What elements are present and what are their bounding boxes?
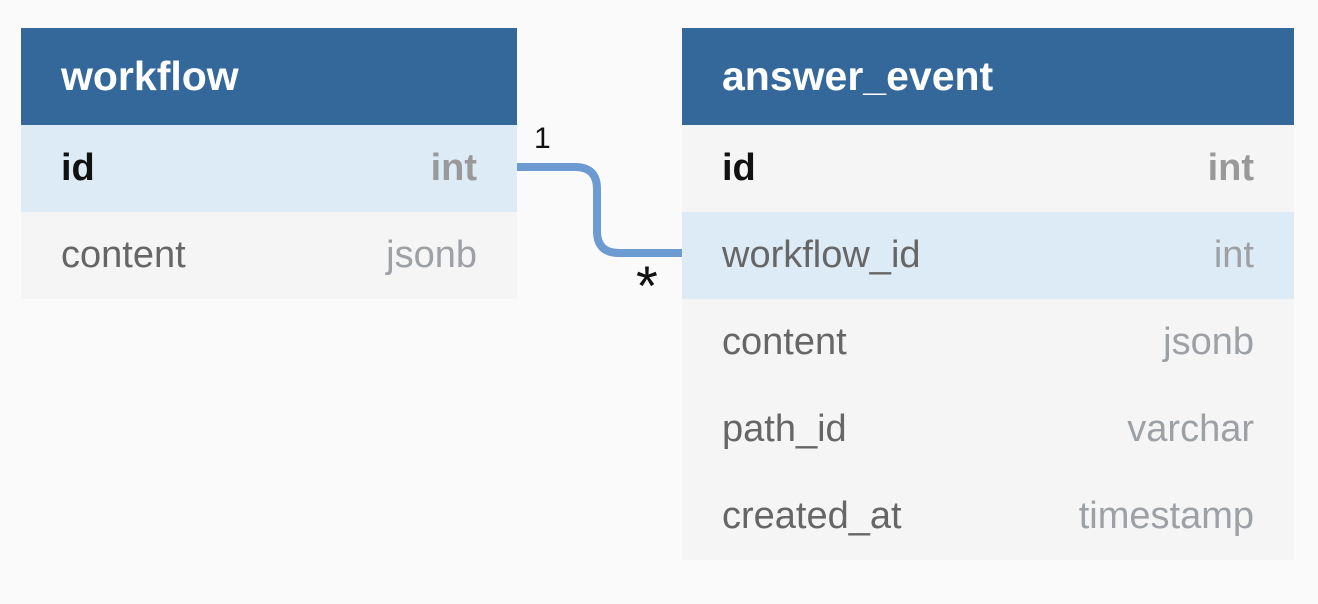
column-row-id[interactable]: id int xyxy=(682,125,1294,212)
column-row-path_id[interactable]: path_id varchar xyxy=(682,386,1294,473)
table-answer-event[interactable]: answer_event id int workflow_id int content j… xyxy=(682,28,1294,560)
column-name: id xyxy=(722,147,756,189)
column-type: int xyxy=(1207,147,1254,189)
column-name: path_id xyxy=(722,408,847,450)
column-name: content xyxy=(722,321,847,363)
table-answer-event-body: id int workflow_id int content jsonb path_id va… xyxy=(682,125,1294,560)
table-workflow[interactable]: workflow id int content jsonb xyxy=(21,28,517,299)
column-name: workflow_id xyxy=(722,234,921,276)
table-workflow-title: workflow xyxy=(61,53,239,99)
column-type: jsonb xyxy=(386,234,477,276)
column-row-content[interactable]: content jsonb xyxy=(21,212,517,299)
column-name: content xyxy=(61,234,186,276)
column-type: varchar xyxy=(1127,408,1254,450)
column-row-created_at[interactable]: created_at timestamp xyxy=(682,473,1294,560)
table-answer-event-header[interactable]: answer_event xyxy=(682,28,1294,125)
table-workflow-header[interactable]: workflow xyxy=(21,28,517,125)
column-type: timestamp xyxy=(1078,495,1254,537)
column-name: id xyxy=(61,147,95,189)
column-type: int xyxy=(1213,234,1254,276)
cardinality-one-label: 1 xyxy=(534,122,551,155)
table-answer-event-title: answer_event xyxy=(722,53,994,99)
column-row-workflow_id[interactable]: workflow_id int xyxy=(682,212,1294,299)
column-name: created_at xyxy=(722,495,902,537)
relationship-line[interactable] xyxy=(517,163,682,257)
column-row-id[interactable]: id int xyxy=(21,125,517,212)
cardinality-many-label: * xyxy=(636,254,658,317)
column-type: jsonb xyxy=(1163,321,1254,363)
table-workflow-body: id int content jsonb xyxy=(21,125,517,299)
column-row-content[interactable]: content jsonb xyxy=(682,299,1294,386)
column-type: int xyxy=(430,147,477,189)
